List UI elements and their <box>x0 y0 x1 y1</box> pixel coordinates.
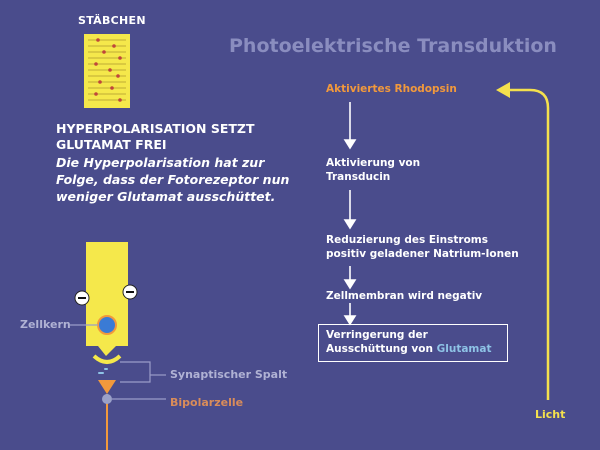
nucleus-icon <box>97 315 117 335</box>
cascade-arrows <box>343 102 357 326</box>
section-description: Die Hyperpolarisation hat zur Folge, das… <box>56 155 290 204</box>
section-heading: HYPERPOLARISATION SETZT GLUTAMAT FREI <box>56 121 255 152</box>
cascade-step-2-line1: Aktivierung von <box>326 157 421 169</box>
cascade-step-3-line2: positiv geladener Natrium-Ionen <box>326 248 519 260</box>
cascade-step-3-line1: Reduzierung des Einstroms <box>326 234 488 246</box>
rhodopsin-dots <box>94 38 122 102</box>
cascade-step-5-box <box>318 324 508 362</box>
nucleus-label: Zellkern <box>20 318 71 331</box>
light-label: Licht <box>535 408 566 421</box>
cascade-step-2-line2: Transducin <box>326 171 391 183</box>
cascade-step-1: Aktiviertes Rhodopsin <box>326 83 457 95</box>
synaptic-cleft-label: Synaptischer Spalt <box>170 368 288 381</box>
page-title: Photoelektrische Transduktion <box>229 35 557 57</box>
rod-title: STÄBCHEN <box>78 14 146 27</box>
cascade-step-5: Verringerung der Ausschüttung von Glutam… <box>326 328 491 356</box>
bipolar-cell <box>98 380 116 450</box>
cascade-step-3: Reduzierung des Einstroms positiv gelade… <box>326 233 519 261</box>
cascade-step-4: Zellmembran wird negativ <box>326 290 483 302</box>
rod-cell-diagram <box>84 34 130 108</box>
rod-cell-body <box>74 242 138 364</box>
cascade-step-5-line2: Ausschüttung von Glutamat <box>326 342 491 356</box>
cascade-step-5-prefix: Ausschüttung von <box>326 343 437 355</box>
cascade-step-5-line1: Verringerung der <box>326 329 428 341</box>
glutamate-vesicles <box>98 368 108 374</box>
leader-lines <box>70 324 166 400</box>
glutamate-highlight: Glutamat <box>436 343 492 355</box>
cascade-step-2: Aktivierung von Transducin <box>326 156 420 184</box>
bipolar-cell-label: Bipolarzelle <box>170 396 244 409</box>
rod-outer-segment <box>84 34 130 108</box>
light-arrow <box>496 82 550 400</box>
